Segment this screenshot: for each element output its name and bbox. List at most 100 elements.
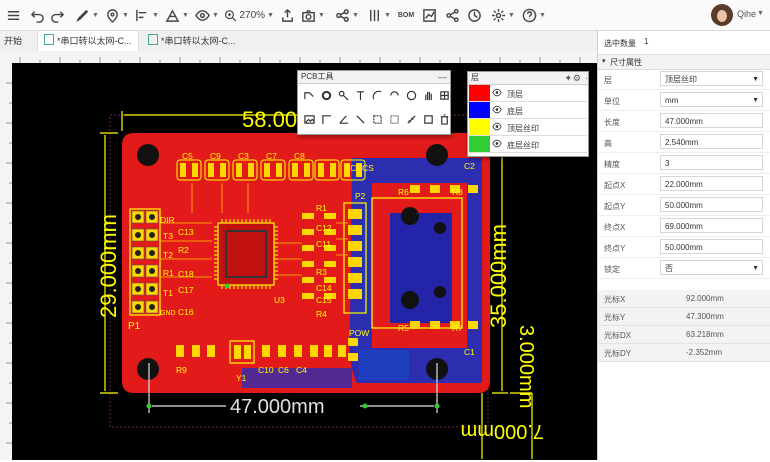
align-icon[interactable]: ▼ — [134, 4, 160, 26]
text-tool-icon[interactable] — [353, 88, 367, 102]
readout-label: 光标DX — [604, 331, 632, 340]
start-x-input[interactable]: 22.000mm — [660, 176, 763, 191]
bom-button[interactable]: BOM — [397, 11, 415, 19]
via-tool-icon[interactable] — [319, 88, 333, 102]
tab-document-2[interactable]: *串口转以太网-C... — [142, 31, 242, 51]
ref-label: R1 — [163, 268, 174, 278]
user-name[interactable]: Qihe — [737, 9, 757, 19]
angle-tool-icon[interactable] — [336, 112, 350, 126]
selection-tool-icon[interactable] — [387, 112, 401, 126]
layer-row-top-silk[interactable]: 顶层丝印 — [469, 119, 587, 136]
precision-input[interactable]: 3 — [660, 155, 763, 170]
cursor-dy-readout: 光标DY-2.352mm — [598, 344, 770, 362]
view-eye-icon[interactable]: ▼ — [194, 4, 220, 26]
measure-tool-icon[interactable] — [404, 112, 418, 126]
dashed-rect-tool-icon[interactable] — [370, 112, 384, 126]
camera-icon[interactable]: ▼ — [300, 4, 326, 26]
layer-color-swatch[interactable] — [469, 136, 490, 152]
prop-label: 层 — [604, 76, 612, 85]
ref-label: C13 — [178, 227, 194, 237]
height-input[interactable]: 2.540mm — [660, 134, 763, 149]
hand-tool-icon[interactable] — [421, 88, 435, 102]
visibility-eye-icon[interactable] — [492, 139, 502, 148]
length-input[interactable]: 47.000mm — [660, 113, 763, 128]
corner-tool-icon[interactable] — [319, 112, 333, 126]
ref-label: U3 — [274, 295, 285, 305]
pencil-icon[interactable]: ▼ — [74, 4, 100, 26]
layer-select[interactable]: 顶层丝印▼ — [660, 71, 763, 86]
arc-tool-icon[interactable] — [370, 88, 384, 102]
ref-label: DIR — [160, 215, 175, 225]
measure-icon[interactable]: ▼ — [164, 4, 190, 26]
selected-count-label: 选中数量 — [604, 39, 636, 48]
delete-tool-icon[interactable] — [437, 112, 451, 126]
ref-label: C16 — [178, 307, 194, 317]
visibility-eye-icon[interactable] — [492, 122, 502, 131]
layer-row-top[interactable]: 顶层 — [469, 85, 587, 102]
dimension-left-label: 29.000mm — [96, 214, 121, 318]
pcb-board-drawing[interactable]: 58.000 29.000mm 35.000mm 47.000mm 3.000m… — [12, 63, 597, 460]
pcb-tools-window[interactable]: PCB工具— — [297, 70, 451, 135]
pcb-canvas[interactable]: 58.000 29.000mm 35.000mm 47.000mm 3.000m… — [12, 63, 597, 460]
zoom-control[interactable]: 270%▼ — [224, 4, 274, 26]
lock-select[interactable]: 否▼ — [660, 260, 763, 275]
share-network-icon[interactable]: ▼ — [334, 4, 360, 26]
location-pin-icon[interactable]: ▼ — [104, 4, 130, 26]
visibility-eye-icon[interactable] — [492, 88, 502, 97]
unit-select[interactable]: mm▼ — [660, 92, 763, 107]
user-menu-chevron-icon[interactable]: ▼ — [757, 10, 764, 17]
help-icon[interactable]: ▼ — [521, 4, 547, 26]
layer-row-bottom-silk[interactable]: 底层丝印 — [469, 136, 587, 153]
track-tool-icon[interactable] — [302, 88, 316, 102]
tab-start[interactable]: 开始 — [4, 31, 22, 51]
history-icon[interactable] — [465, 4, 483, 26]
layers-stack-icon[interactable]: ▼ — [366, 4, 392, 26]
menu-icon[interactable] — [4, 4, 22, 26]
settings-gear-icon[interactable]: ▼ — [490, 4, 516, 26]
image-tool-icon[interactable] — [302, 112, 316, 126]
user-avatar[interactable] — [711, 4, 733, 26]
arc-center-tool-icon[interactable] — [387, 88, 401, 102]
prop-row-start-y: 起点Y 50.000mm — [598, 195, 770, 216]
pin-icon[interactable]: ✦ — [564, 73, 572, 83]
layer-name: 顶层 — [507, 90, 523, 99]
end-y-input[interactable]: 50.000mm — [660, 239, 763, 254]
circle-tool-icon[interactable] — [404, 88, 418, 102]
document-tabs: 开始 *串口转以太网-C... *串口转以太网-C... — [0, 31, 597, 52]
ref-label: P1 — [128, 321, 141, 332]
gear-icon[interactable]: ⚙ — [572, 73, 581, 83]
export-icon[interactable] — [278, 4, 296, 26]
visibility-eye-icon[interactable] — [492, 105, 502, 114]
pad-tool-icon[interactable] — [336, 88, 350, 102]
readout-label: 光标DY — [604, 349, 632, 358]
prop-label: 起点Y — [604, 202, 626, 211]
layer-window[interactable]: 层 ✦⚙ · 顶层 底层 顶层丝印 底层丝印 — [467, 71, 589, 157]
layer-color-swatch[interactable] — [469, 102, 490, 118]
chart-icon[interactable] — [420, 4, 438, 26]
share-icon[interactable] — [443, 4, 461, 26]
collapse-chevron-icon[interactable]: ▾ — [602, 58, 606, 65]
pcb-tools-title-bar[interactable]: PCB工具— — [298, 71, 450, 84]
layer-title: 层 — [471, 73, 479, 82]
copper-area-tool-icon[interactable] — [437, 88, 451, 102]
minimize-icon[interactable]: — — [438, 72, 447, 82]
ref-label: R2 — [178, 245, 189, 255]
layer-row-bottom[interactable]: 底层 — [469, 102, 587, 119]
tab-document-1[interactable]: *串口转以太网-C... — [37, 31, 139, 51]
start-y-input[interactable]: 50.000mm — [660, 197, 763, 212]
layer-title-bar[interactable]: 层 ✦⚙ · — [468, 72, 588, 85]
diagonal-tool-icon[interactable] — [353, 112, 367, 126]
ref-label: T1 — [163, 288, 173, 298]
redo-icon[interactable] — [48, 4, 66, 26]
pcb-doc-icon — [44, 34, 54, 45]
rectangle-tool-icon[interactable] — [421, 112, 435, 126]
layer-color-swatch[interactable] — [469, 119, 490, 135]
undo-icon[interactable] — [28, 4, 46, 26]
end-x-input[interactable]: 69.000mm — [660, 218, 763, 233]
layer-color-swatch[interactable] — [469, 85, 490, 101]
ref-label: C9 — [210, 151, 221, 161]
close-icon[interactable]: · — [585, 73, 588, 83]
section-header[interactable]: ▾ 尺寸属性 — [598, 54, 770, 70]
